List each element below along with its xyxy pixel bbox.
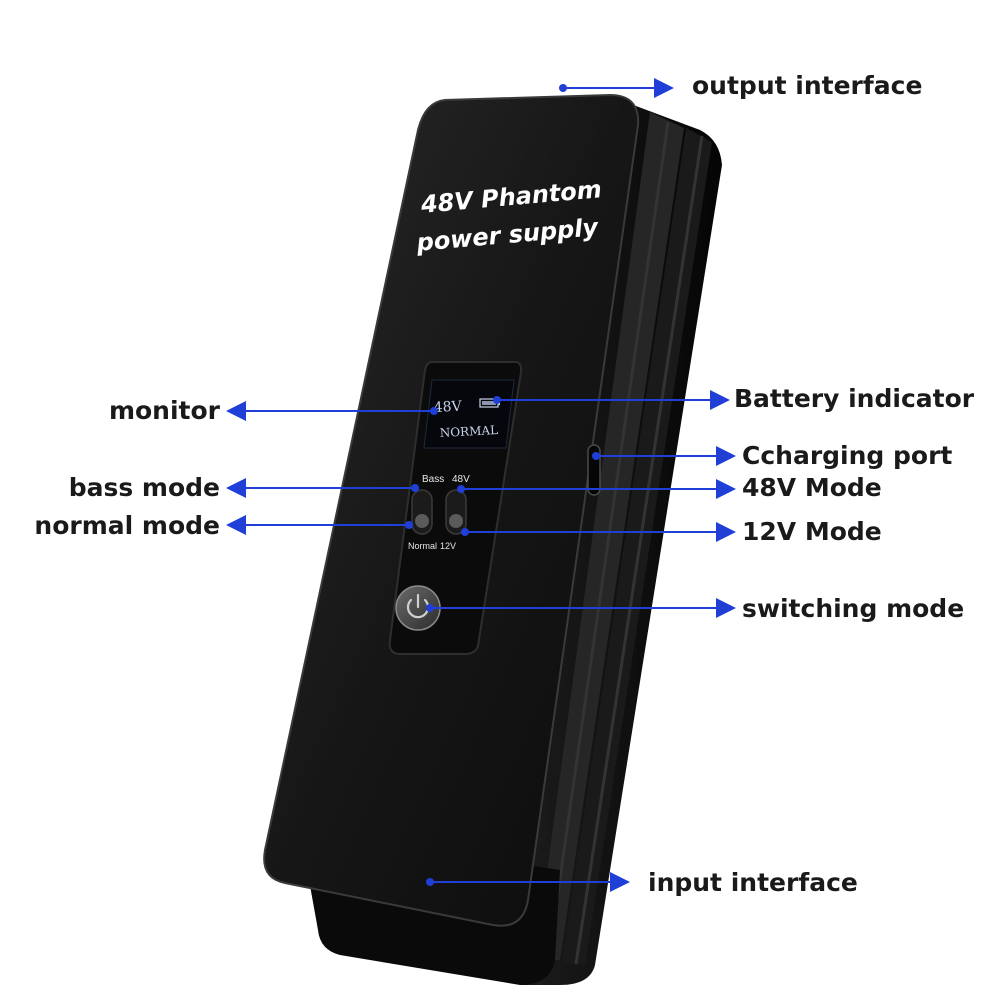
- callout-arrows: [226, 78, 736, 892]
- label-charging-port: Ccharging port: [742, 441, 953, 470]
- label-monitor: monitor: [108, 396, 220, 425]
- label-normal-mode: normal mode: [34, 511, 220, 540]
- switch-left-top-label: Bass: [422, 474, 444, 485]
- label-switching-mode: switching mode: [742, 594, 965, 623]
- bass-normal-switch[interactable]: [411, 489, 433, 535]
- label-output-interface: output interface: [692, 71, 923, 100]
- screen-mode-text: NORMAL: [439, 423, 498, 440]
- screen-voltage-text: 48V: [433, 399, 463, 416]
- switch-right-top-label: 48V: [452, 474, 470, 485]
- voltage-switch[interactable]: [445, 489, 467, 535]
- label-battery-indicator: Battery indicator: [734, 384, 975, 413]
- label-bass-mode: bass mode: [68, 473, 220, 502]
- charging-port: [587, 444, 601, 496]
- label-48v-mode: 48V Mode: [742, 473, 882, 502]
- device-side-fins: [520, 100, 722, 985]
- label-12v-mode: 12V Mode: [742, 517, 882, 546]
- switch-right-bottom-label: 12V: [440, 541, 456, 551]
- label-input-interface: input interface: [648, 868, 858, 897]
- switch-left-bottom-label: Normal: [408, 541, 437, 551]
